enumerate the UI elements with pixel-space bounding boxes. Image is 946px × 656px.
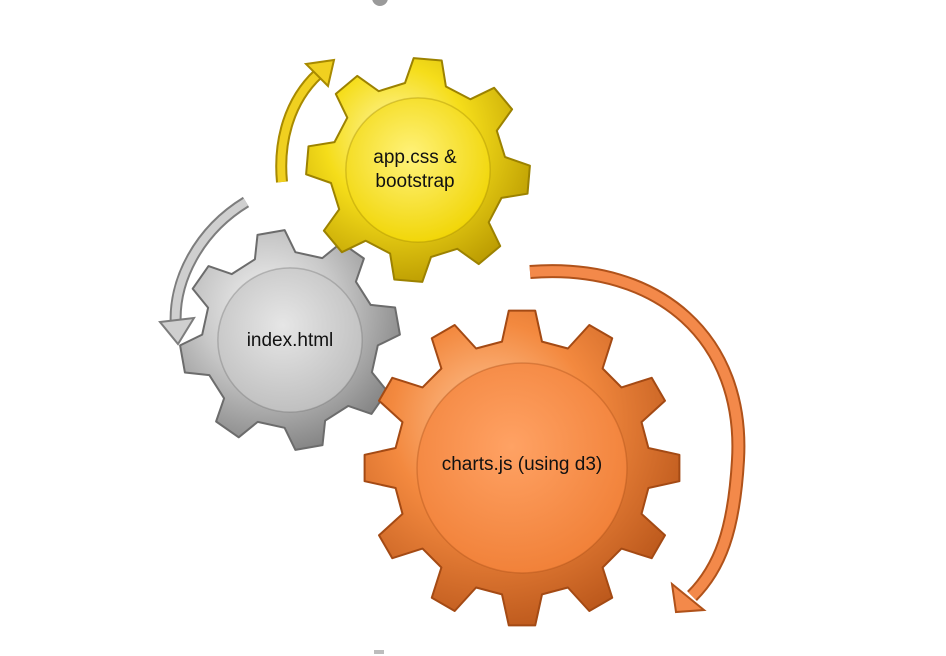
gear-label-charts-js: charts.js (using d3) — [442, 454, 603, 475]
gear-charts-js — [363, 309, 681, 627]
gear-label-app-css-line2: bootstrap — [375, 171, 454, 192]
gear-disk-charts-js — [416, 362, 628, 574]
gear-index-html — [179, 229, 401, 451]
gray-cycle-arrow — [158, 196, 250, 346]
gear-app-css — [305, 57, 531, 283]
gear-label-app-css-line1: app.css & — [373, 147, 457, 168]
bottom-artifact — [374, 650, 384, 654]
top-artifact — [372, 0, 388, 6]
orange-cycle-arrow — [529, 264, 746, 614]
gear-label-index-html: index.html — [247, 330, 334, 351]
gear-disk-index-html — [217, 267, 363, 413]
gear-disk-app-css — [345, 97, 491, 243]
yellow-cycle-arrow — [275, 58, 336, 183]
